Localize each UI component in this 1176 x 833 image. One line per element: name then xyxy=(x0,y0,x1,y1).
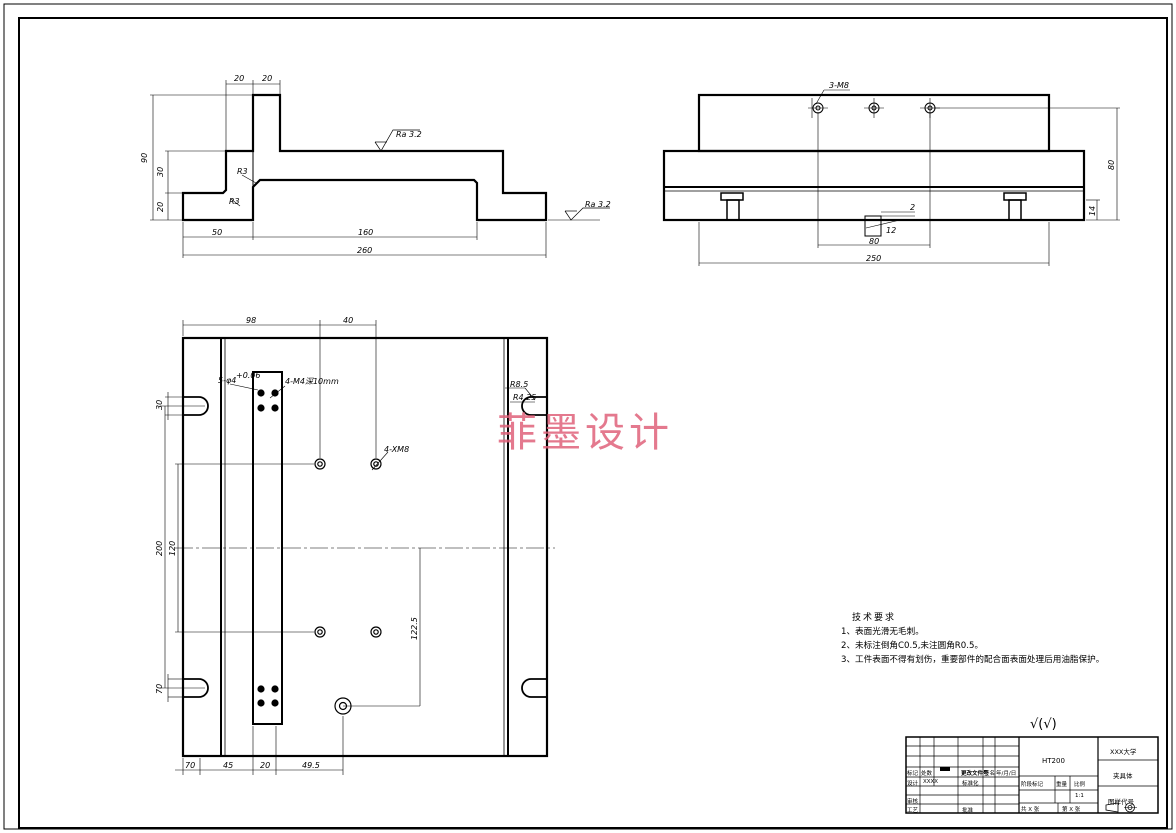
dim-slot-h: 2 xyxy=(910,203,915,212)
tb-school: XXX大学 xyxy=(1110,748,1137,756)
pin-left xyxy=(720,192,744,201)
slot xyxy=(864,215,882,237)
front-view-dim-texts: 20 20 90 30 20 R3 R3 50 160 260 Ra 3.2 R… xyxy=(140,74,611,255)
u-slot-bottom-right xyxy=(521,678,547,698)
dim-w98: 98 xyxy=(246,316,256,325)
strip-hole xyxy=(257,389,265,397)
dim-v70: 70 xyxy=(155,684,164,694)
dim-ra-right: Ra 3.2 xyxy=(585,200,611,209)
tb-designer-name: XXXX xyxy=(923,779,939,785)
dim-v200: 200 xyxy=(155,541,164,556)
dim-h-base: 20 xyxy=(156,202,165,212)
dim-b45: 45 xyxy=(223,761,233,770)
watermark: 菲墨设计 xyxy=(497,410,673,456)
dim-top-w1: 20 xyxy=(234,74,244,83)
m8-hole xyxy=(314,458,326,470)
tech-req-item-2: 2、未标注倒角C0.5,未注圆角R0.5。 xyxy=(841,641,984,651)
dim-b495: 49.5 xyxy=(302,761,320,770)
tb-weight: 重量 xyxy=(1056,782,1068,788)
tb-stage-mark: 阶段标记 xyxy=(1021,782,1044,788)
tb-mark: 标记 xyxy=(907,771,919,777)
u-slot-top-right xyxy=(521,396,547,416)
tb-change-doc: 更改文件号 xyxy=(961,771,989,777)
surface-symbol: √(√) xyxy=(1030,717,1057,732)
tech-req-title: 技术要求 xyxy=(852,613,897,623)
dim-slot-r: R8.5 xyxy=(510,380,528,389)
dim-b70: 70 xyxy=(185,761,195,770)
dim-r-lower: R3 xyxy=(229,197,240,206)
dim-hole-spec-left: 5-φ4 xyxy=(218,376,236,385)
ra-symbol-top xyxy=(374,129,420,152)
front-view xyxy=(150,80,610,258)
dim-b20: 20 xyxy=(260,761,270,770)
dim-r-upper: R3 xyxy=(237,167,248,176)
dim-height: 80 xyxy=(1107,160,1116,170)
u-slot-bottom-left xyxy=(183,678,209,698)
tb-sheet-no: 第 X 张 xyxy=(1062,807,1081,813)
dim-top-w2: 20 xyxy=(262,74,272,83)
ra-symbol-right xyxy=(564,207,610,221)
dim-mid-w: 160 xyxy=(358,228,373,237)
projection-symbol-icon xyxy=(1105,802,1137,813)
dim-holes: 3-M8 xyxy=(829,81,849,90)
dim-total-w: 260 xyxy=(357,246,372,255)
inner-frame xyxy=(18,17,1168,829)
dim-v30: 30 xyxy=(155,400,164,410)
u-slot-top-left xyxy=(183,396,209,416)
tb-count: 处数 xyxy=(921,771,933,777)
pin-right xyxy=(1003,192,1027,201)
dim-slot-r2: R4.25 xyxy=(513,393,536,402)
front-view-outline xyxy=(181,93,548,222)
tb-sign: 签名 xyxy=(984,771,996,777)
tb-drawing-no: 图样代号 xyxy=(1108,798,1134,806)
dim-left-w: 50 xyxy=(212,228,222,237)
tb-standardize: 标准化 xyxy=(962,781,979,787)
dim-v120: 120 xyxy=(168,541,177,556)
plan-view xyxy=(160,320,555,775)
dim-ra-top: Ra 3.2 xyxy=(396,130,422,139)
side-view xyxy=(662,89,1120,266)
dim-hole-spacing: 80 xyxy=(869,237,879,246)
dim-v1225: 122.5 xyxy=(410,617,419,640)
tb-review: 审核 xyxy=(907,799,919,805)
tb-material: HT200 xyxy=(1042,757,1065,765)
tb-part-name: 夹具体 xyxy=(1113,772,1133,780)
tech-req-item-1: 1、表面光滑无毛刺。 xyxy=(841,627,924,637)
title-block xyxy=(905,736,1159,814)
tech-req-item-3: 3、工件表面不得有划伤，重要部件的配合面表面处理后用油脂保护。 xyxy=(841,655,1105,665)
side-view-dim-texts: 3-M8 80 14 2 12 80 250 xyxy=(829,81,1116,263)
dim-right-small: 14 xyxy=(1088,206,1097,216)
plan-view-outline xyxy=(181,336,549,758)
dim-slot-w: 12 xyxy=(886,226,896,235)
dim-hole-spec-mid: 4-M4深10mm xyxy=(285,377,339,386)
tb-designer: 设计 xyxy=(907,781,919,787)
tb-sheet-total: 共 X 张 xyxy=(1021,807,1040,813)
tb-approve: 批准 xyxy=(962,808,974,814)
dim-w40: 40 xyxy=(343,316,353,325)
tb-scale: 1:1 xyxy=(1075,793,1084,799)
tb-date: 年/月/日 xyxy=(996,771,1017,777)
dim-h-mid: 30 xyxy=(156,167,165,177)
dim-hole-tol: +0.06 xyxy=(236,371,261,380)
dim-side-total-w: 250 xyxy=(866,254,881,263)
side-view-base xyxy=(662,149,1086,222)
dim-thread: 4-XM8 xyxy=(384,445,409,454)
tb-ratio-label: 比例 xyxy=(1074,782,1086,788)
dim-h-total: 90 xyxy=(140,153,149,163)
plan-view-dim-texts: 98 40 5-φ4 +0.06 4-M4深10mm 4-XM8 R8.5 R4… xyxy=(155,316,536,770)
tb-process: 工艺 xyxy=(907,808,919,814)
